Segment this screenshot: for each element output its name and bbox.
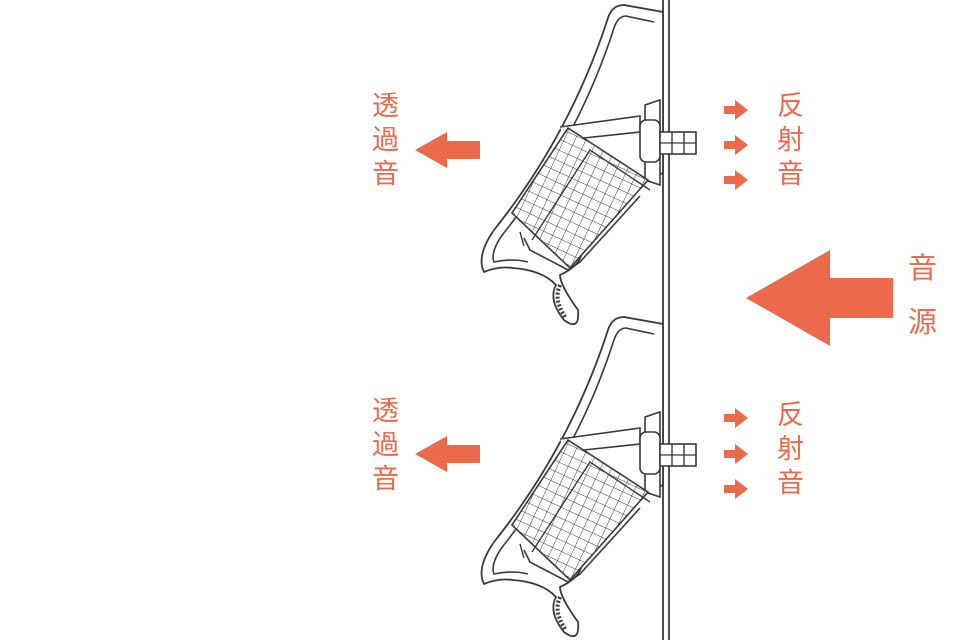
arrow-left-icon <box>746 250 893 346</box>
label-transmitted-bottom: 透 過 音 <box>372 396 399 495</box>
arrow-left-icon <box>415 436 480 472</box>
arrow-left-icon <box>415 132 480 168</box>
label-reflected-bottom: 反 射 音 <box>777 400 804 499</box>
arrow-right-icon <box>724 444 748 464</box>
arrow-right-icon <box>724 170 748 190</box>
label-transmitted-top: 透 過 音 <box>372 91 399 190</box>
arrow-right-icon <box>724 135 748 155</box>
label-reflected-top: 反 射 音 <box>777 91 804 190</box>
arrow-right-icon <box>724 100 748 120</box>
label-source: 音 源 <box>908 251 938 339</box>
arrow-right-icon <box>724 408 748 428</box>
arrow-right-icon <box>724 479 748 499</box>
